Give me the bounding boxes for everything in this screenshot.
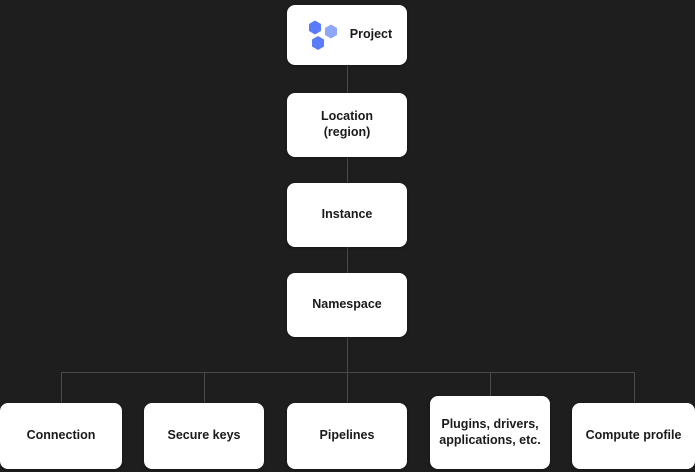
node-label: Namespace: [312, 297, 382, 312]
node-label: Project: [349, 27, 393, 42]
node-pipelines[interactable]: Pipelines: [287, 403, 407, 469]
node-instance[interactable]: Instance: [287, 183, 407, 247]
node-secure-keys[interactable]: Secure keys: [144, 403, 264, 469]
node-compute-profile[interactable]: Compute profile: [572, 403, 695, 469]
edge-segment: [347, 157, 348, 183]
node-label: Plugins, drivers, applications, etc.: [439, 416, 541, 447]
node-namespace[interactable]: Namespace: [287, 273, 407, 337]
node-connection[interactable]: Connection: [0, 403, 122, 469]
node-project[interactable]: Project: [287, 5, 407, 65]
node-label: Pipelines: [319, 428, 375, 443]
edge-segment: [347, 372, 348, 403]
node-label: Location (region): [320, 109, 374, 139]
node-plugins[interactable]: Plugins, drivers, applications, etc.: [430, 396, 550, 469]
edge-segment: [634, 372, 635, 403]
edge-segment: [347, 247, 348, 273]
edge-segment: [347, 337, 348, 372]
node-label: Secure keys: [167, 428, 241, 443]
node-location[interactable]: Location (region): [287, 93, 407, 157]
hexagons-icon: [306, 18, 340, 52]
edge-segment: [204, 372, 205, 403]
edge-segment: [61, 372, 62, 403]
node-label: Instance: [321, 207, 373, 222]
node-label: Connection: [26, 428, 96, 443]
node-label: Compute profile: [585, 428, 682, 443]
edge-segment: [490, 372, 491, 396]
edge-segment: [347, 65, 348, 93]
